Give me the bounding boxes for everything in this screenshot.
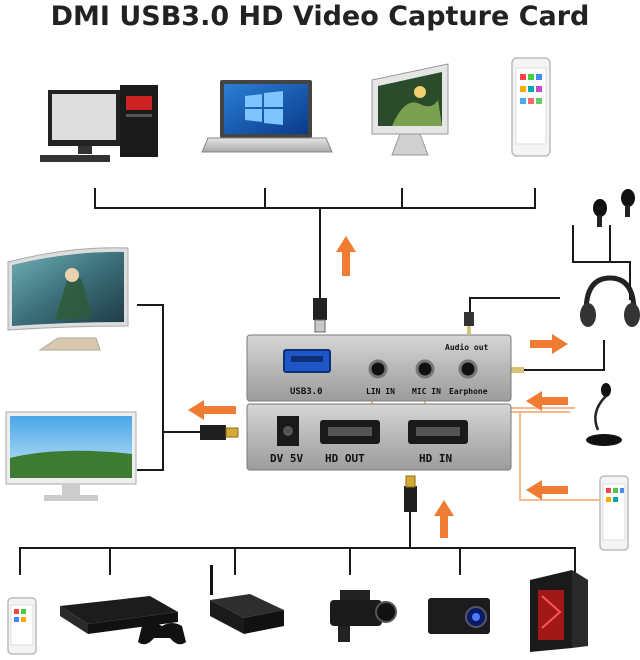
smartphone-bottom-icon [7,597,37,655]
all-in-one-pc-icon [371,63,449,156]
tv-box-icon [210,565,284,634]
audio-jack-cable-icon [464,297,560,373]
gaming-pc-icon [530,570,588,652]
usb-cable-icon [313,298,327,333]
smartphone-right-icon [599,475,629,551]
projector-icon [428,598,490,634]
arrows [188,236,568,538]
line-in-port [368,359,388,379]
power-port-label: DV 5V [270,452,303,465]
capture-card: USB3.0 Audio out LIN IN MIC IN Earphone … [246,334,512,471]
page-title: DMI USB3.0 HD Video Capture Card [50,1,590,32]
arrow-left-line-in-icon [526,480,568,500]
hdmi-cable-left-icon [200,425,239,440]
audio-out-label: Audio out [445,342,489,352]
arrow-up-usb-icon [336,236,356,276]
hd-in-label: HD IN [419,452,452,465]
arrow-up-hd-in-icon [434,500,454,538]
display-monitor-icon [5,411,137,501]
earphone-port [458,359,478,379]
desktop-computer-icon [40,85,158,162]
usb-port-label: USB3.0 [290,387,323,397]
connection-lines [19,188,631,575]
hd-out-label: HD OUT [325,452,365,465]
headphones-icon [580,275,640,327]
mic-in-label: MIC IN [412,387,441,396]
arrow-left-hd-out-icon [188,400,236,420]
hdmi-cable-bottom-icon [404,475,417,512]
line-in-label: LIN IN [366,387,395,396]
game-console-icon [60,596,186,645]
arrow-left-mic-icon [526,391,568,411]
smartphone-top-icon [511,57,551,157]
earphone-label: Earphone [449,387,488,396]
laptop-icon [201,80,333,153]
arrow-right-audio-out-icon [530,334,568,354]
camcorder-icon [330,590,397,642]
mic-in-port [415,359,435,379]
gaming-monitor-icon [7,247,129,351]
earbuds-icon [593,189,635,227]
microphone-icon [586,383,622,446]
